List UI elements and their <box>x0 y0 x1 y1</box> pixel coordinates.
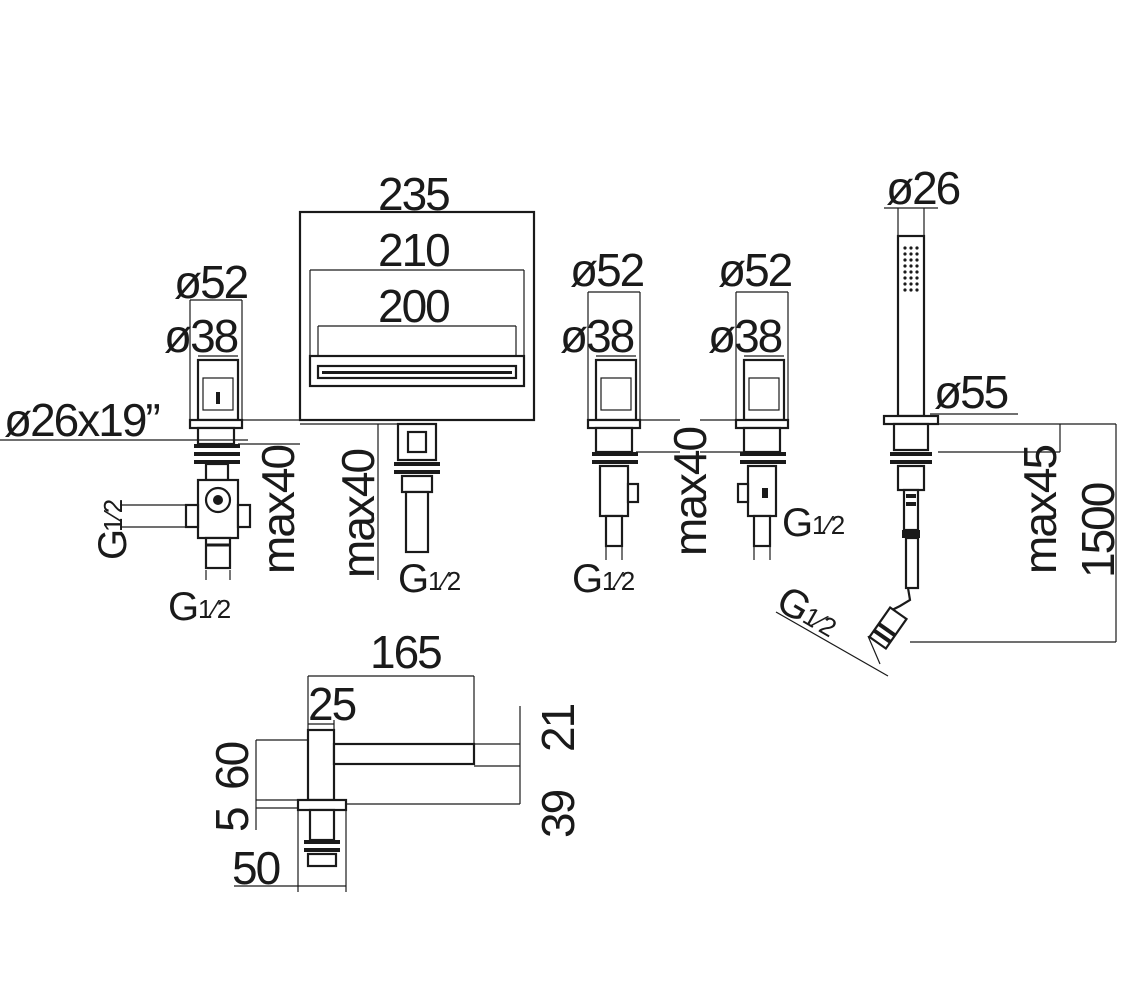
label-hose-1500: 1500 <box>1072 483 1124 578</box>
label-valve1-rect: ø26x19” <box>4 394 159 446</box>
thread-label-valve1-bottom: G 1⁄2 <box>168 585 231 629</box>
valve-3 <box>734 358 790 548</box>
label-5: 5 <box>206 808 258 832</box>
label-21: 21 <box>532 704 584 752</box>
label-210: 210 <box>378 224 449 276</box>
label-holder-d55: ø55 <box>934 366 1008 418</box>
svg-text:G: G <box>782 501 813 545</box>
shower-nozzles <box>903 246 919 292</box>
svg-text:1⁄2: 1⁄2 <box>198 594 231 624</box>
svg-text:G: G <box>91 529 135 560</box>
thread-label-hose: G 1⁄2 <box>770 578 842 643</box>
valve-1 <box>184 358 252 570</box>
valve-2 <box>586 358 642 548</box>
thread-label-spout: G 1⁄2 <box>398 557 461 601</box>
svg-text:1⁄2: 1⁄2 <box>98 499 128 532</box>
label-shower-d26: ø26 <box>886 162 960 214</box>
label-valve1-d52: ø52 <box>174 256 248 308</box>
svg-text:1⁄2: 1⁄2 <box>812 510 845 540</box>
label-25: 25 <box>308 678 356 730</box>
label-holder-max45: max45 <box>1014 446 1066 574</box>
svg-text:G: G <box>398 557 429 601</box>
spout-side-dimensions <box>234 675 521 892</box>
thread-label-valve1-side: G 1⁄2 <box>91 499 135 560</box>
valve-1-dimensions <box>0 299 300 580</box>
svg-text:G: G <box>168 585 199 629</box>
valve-3-dimensions <box>700 291 789 560</box>
label-39: 39 <box>532 790 584 838</box>
label-200: 200 <box>378 280 449 332</box>
label-valve2-d38: ø38 <box>560 310 634 362</box>
label-50: 50 <box>232 842 280 894</box>
label-235: 235 <box>378 168 449 220</box>
label-valve3-d52: ø52 <box>718 244 792 296</box>
label-valve2-max40: max40 <box>664 428 716 556</box>
valve-2-dimensions <box>587 291 680 560</box>
hand-shower <box>867 234 940 651</box>
spout-dimensions <box>300 211 534 580</box>
spout-side-view <box>296 728 476 868</box>
spout <box>298 210 536 554</box>
label-spout-max40: max40 <box>332 450 384 578</box>
label-60: 60 <box>206 742 258 790</box>
label-valve3-d38: ø38 <box>708 310 782 362</box>
label-valve2-d52: ø52 <box>570 244 644 296</box>
thread-label-valve3: G 1⁄2 <box>782 501 845 545</box>
label-valve1-max40: max40 <box>252 446 304 574</box>
thread-label-valve2: G 1⁄2 <box>572 557 635 601</box>
hand-shower-dimensions <box>775 207 1117 677</box>
label-valve1-d38: ø38 <box>164 310 238 362</box>
svg-text:G: G <box>572 557 603 601</box>
svg-text:1⁄2: 1⁄2 <box>602 566 635 596</box>
label-165: 165 <box>370 626 441 678</box>
svg-text:1⁄2: 1⁄2 <box>428 566 461 596</box>
